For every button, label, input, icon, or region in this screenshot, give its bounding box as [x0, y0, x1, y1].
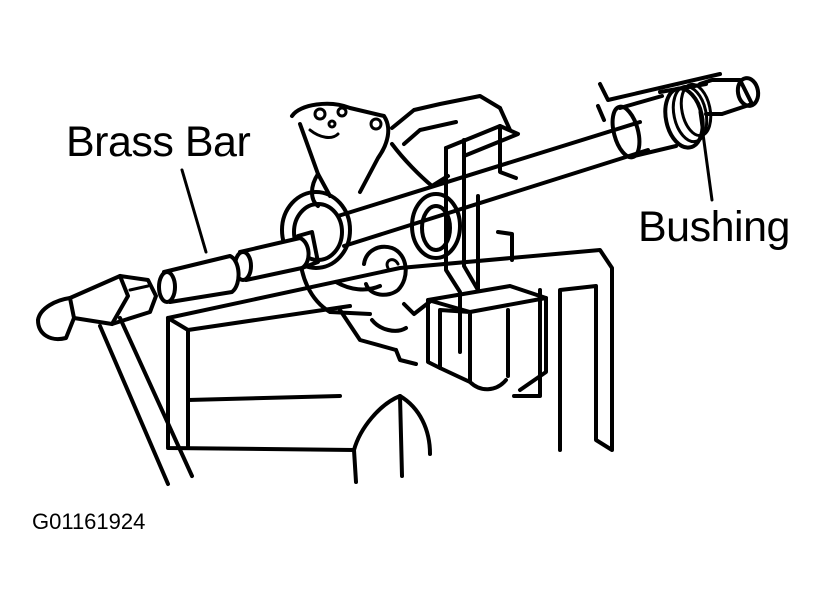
bushing-label: Bushing [638, 203, 790, 251]
brass-bar-part [157, 230, 320, 304]
brass-bar-label: Brass Bar [66, 118, 251, 166]
bushing-part [610, 82, 713, 160]
hammer [36, 274, 194, 486]
bracket [426, 284, 548, 392]
bushing-leader [698, 110, 714, 202]
rack-shaft [336, 72, 761, 248]
figure-code: G01161924 [32, 509, 146, 534]
brass-bar-leader [180, 168, 208, 254]
housing-base [166, 248, 614, 484]
